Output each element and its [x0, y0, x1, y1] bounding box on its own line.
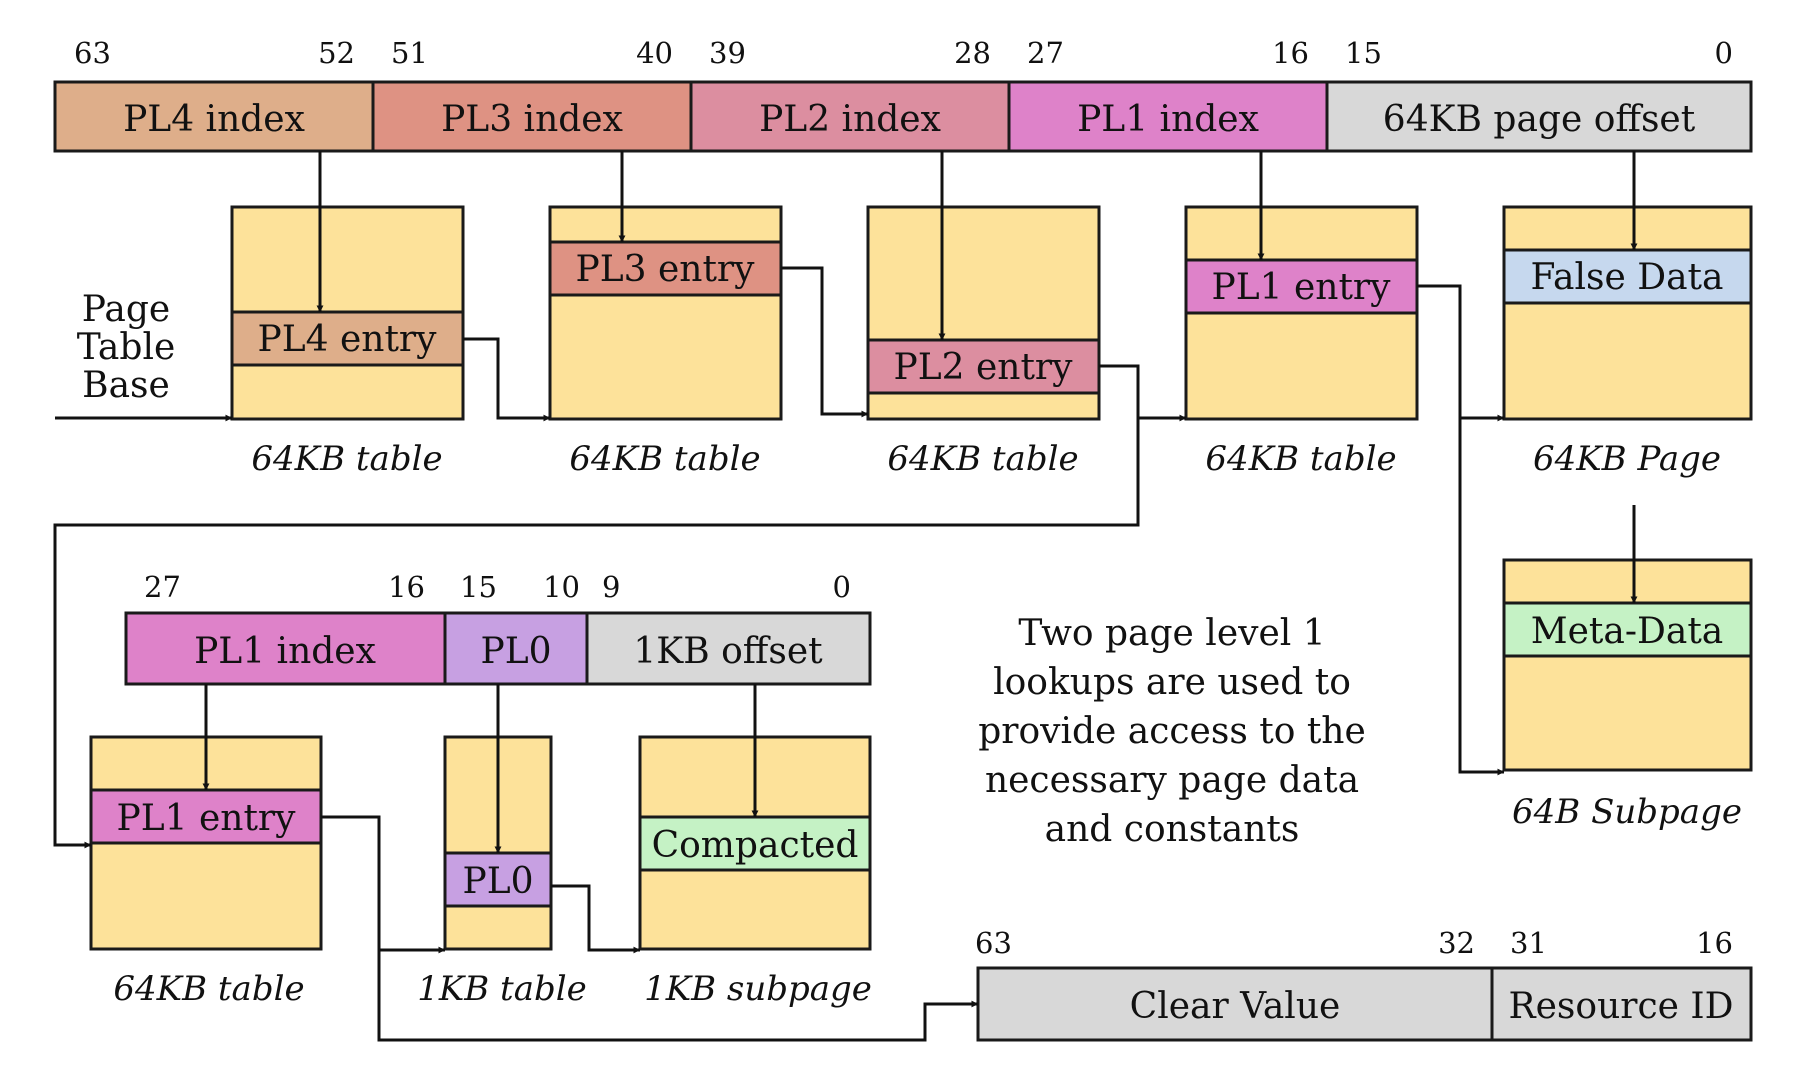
clear-value-label: Clear Value	[1130, 986, 1341, 1027]
bit-label: 39	[709, 36, 746, 70]
table-caption: 64KB table	[569, 439, 760, 479]
connector-arrows	[53, 151, 1638, 1042]
bit-label: 32	[1438, 926, 1475, 960]
pl2-index-field	[689, 80, 1011, 153]
compacted-entry	[638, 815, 872, 872]
false-data-entry	[1502, 248, 1753, 305]
pl4-entry-label: PL4 entry	[258, 319, 438, 360]
page-caption: 64KB Page	[1533, 439, 1721, 479]
note-line: Two page level 1	[1018, 613, 1325, 654]
offset-1kb-label: 1KB offset	[633, 631, 823, 672]
page-table-pl4: PL4 entry 64KB table	[230, 205, 465, 479]
page-table-pl3: PL3 entry 64KB table	[548, 205, 783, 479]
page-table-base-label: Page	[82, 289, 170, 330]
bit-label: 31	[1510, 926, 1547, 960]
arrow-pl0-entry-to-1kb-subpage	[551, 884, 641, 954]
pl1-entry	[89, 788, 323, 845]
clear-value-field	[976, 966, 1494, 1042]
bottom-address-register: PL1 index PL0 1KB offset 27 16 15 10 9 0	[124, 570, 872, 686]
bit-label: 9	[602, 570, 620, 604]
bit-label: 10	[543, 570, 580, 604]
table-caption: 1KB subpage	[644, 969, 872, 1009]
offset-1kb-field	[585, 611, 872, 686]
subpage-caption: 64B Subpage	[1512, 792, 1742, 832]
clear-value-register: Clear Value Resource ID 63 32 31 16	[975, 926, 1753, 1042]
pl1-index-label: PL1 index	[194, 631, 376, 672]
page-offset-label: 64KB page offset	[1383, 99, 1696, 140]
page-table-base-label: Table	[77, 327, 176, 368]
page-table-pl1: PL1 entry 64KB table	[1184, 205, 1419, 479]
table-caption: 64KB table	[887, 439, 1078, 479]
arrow-pl1-entry-to-1kb-table	[321, 815, 446, 954]
compacted-label: Compacted	[652, 825, 859, 866]
table-caption: 1KB table	[417, 969, 587, 1009]
pl2-entry	[866, 338, 1101, 395]
top-address-register: PL4 index PL3 index PL2 index PL1 index …	[53, 36, 1753, 153]
meta-data-label: Meta-Data	[1531, 611, 1724, 652]
bit-label: 15	[1345, 36, 1382, 70]
pl2-entry-label: PL2 entry	[894, 347, 1074, 388]
note-line: provide access to the	[978, 711, 1366, 752]
page-table-base-label: Base	[82, 365, 170, 406]
bit-label: 16	[1272, 36, 1309, 70]
pl3-entry-label: PL3 entry	[576, 249, 756, 290]
pl4-index-field	[53, 80, 375, 153]
bit-label: 0	[833, 570, 851, 604]
bit-label: 27	[1027, 36, 1064, 70]
pl4-entry	[230, 310, 465, 367]
arrow-pl2-entry-to-pl1-table	[1099, 364, 1187, 422]
page-table-pl2: PL2 entry 64KB table	[866, 205, 1101, 479]
pl3-index-label: PL3 index	[441, 99, 623, 140]
bit-label: 52	[318, 36, 355, 70]
pl0-entry	[443, 851, 553, 908]
pl3-index-field	[371, 80, 693, 153]
pl2-index-label: PL2 index	[759, 99, 941, 140]
pl3-entry	[548, 240, 783, 297]
subpage-64b: Meta-Data 64B Subpage	[1502, 558, 1753, 832]
resource-id-field	[1490, 966, 1753, 1042]
note-line: lookups are used to	[993, 662, 1351, 703]
table-caption: 64KB table	[251, 439, 442, 479]
false-data-label: False Data	[1531, 257, 1724, 298]
pl1-entry	[1184, 258, 1419, 315]
bit-label: 0	[1715, 36, 1733, 70]
pl0-entry-label: PL0	[462, 861, 533, 902]
bit-label: 40	[636, 36, 673, 70]
arrow-pl4-entry-to-pl3-table	[463, 337, 551, 422]
arrow-pl1-entry-to-clear-value	[377, 950, 979, 1042]
bit-label: 16	[388, 570, 425, 604]
pl1-entry-label: PL1 entry	[1212, 267, 1392, 308]
bit-label: 51	[391, 36, 428, 70]
meta-data-entry	[1502, 601, 1753, 658]
note-line: necessary page data	[985, 760, 1359, 801]
pl0-index-field	[443, 611, 589, 686]
bit-label: 28	[954, 36, 991, 70]
note-line: and constants	[1045, 809, 1300, 850]
arrow-pl2-entry-to-second-pl1-table	[53, 418, 1140, 849]
pl4-index-label: PL4 index	[123, 99, 305, 140]
arrow-pl1-entry-to-64kb-page	[1417, 284, 1505, 422]
pl1-index-label: PL1 index	[1077, 99, 1259, 140]
bit-label: 27	[144, 570, 181, 604]
bit-label: 63	[74, 36, 111, 70]
page-table-pl0: PL0 1KB table	[417, 735, 587, 1009]
page-offset-field	[1325, 80, 1753, 153]
table-caption: 64KB table	[1205, 439, 1396, 479]
pl1-entry-label: PL1 entry	[117, 798, 297, 839]
table-caption: 64KB table	[113, 969, 304, 1009]
bit-label: 63	[975, 926, 1012, 960]
pl0-index-label: PL0	[480, 631, 551, 672]
arrow-pl3-entry-to-pl2-table	[781, 266, 869, 418]
bit-label: 15	[460, 570, 497, 604]
bit-label: 16	[1696, 926, 1733, 960]
resource-id-label: Resource ID	[1509, 986, 1734, 1027]
data-page-64kb: False Data 64KB Page	[1502, 205, 1753, 479]
arrow-pl1-entry-to-64b-subpage	[1458, 418, 1505, 776]
explanation-note: Two page level 1 lookups are used to pro…	[978, 613, 1366, 850]
